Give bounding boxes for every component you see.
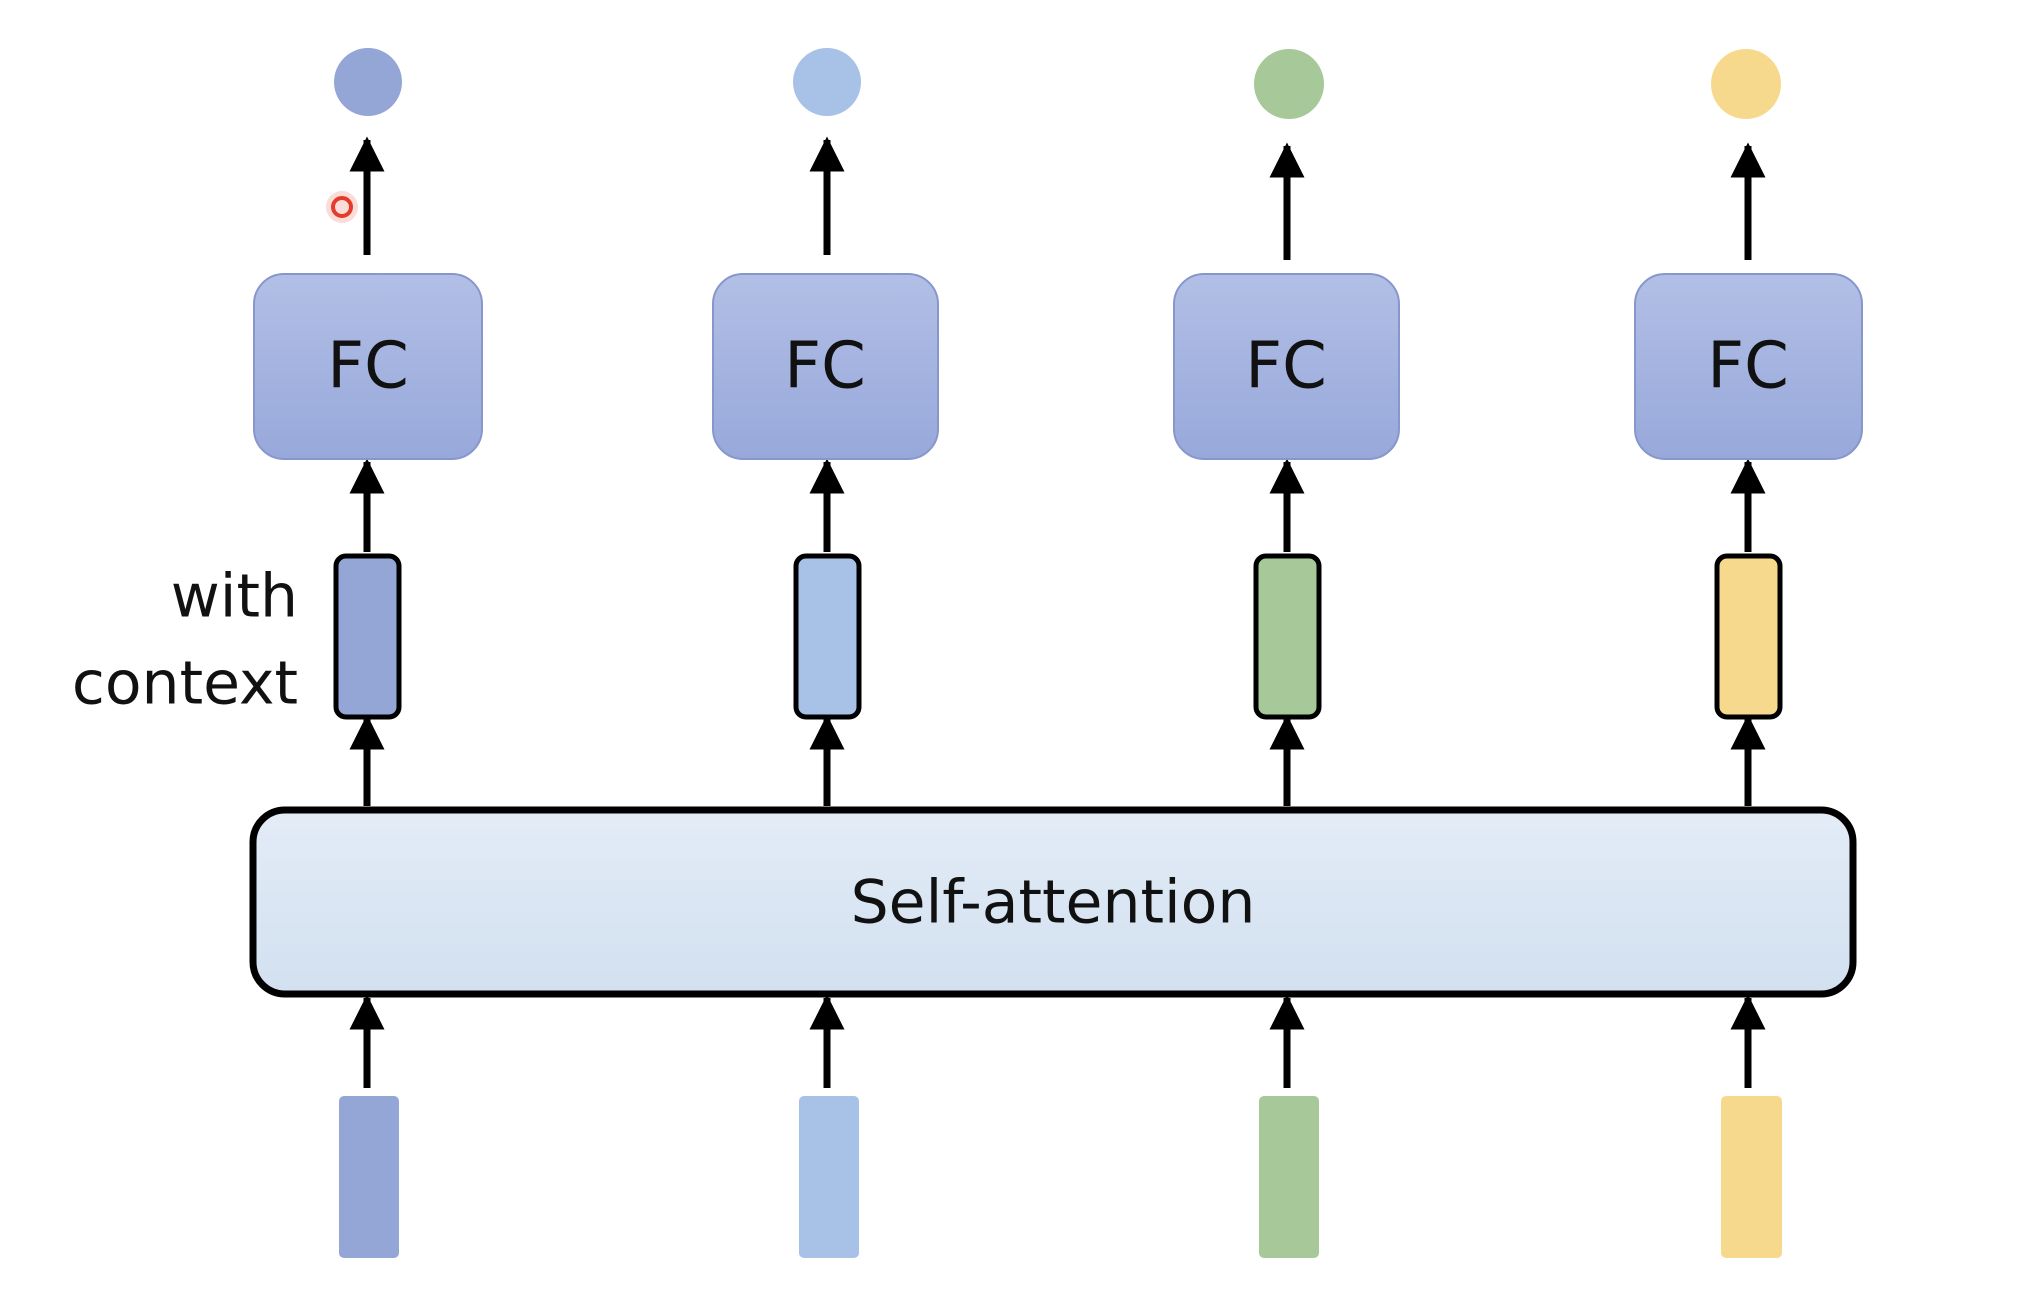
fc-label: FC [784,330,866,404]
output-token [1254,49,1324,119]
fc-label: FC [327,330,409,404]
fc-block [712,273,939,460]
cursor-ring [331,196,353,218]
cursor-indicator [326,191,358,223]
fc-block [1173,273,1400,460]
input-vector [1721,1096,1782,1258]
column-4: FC [1634,49,1863,1258]
input-vector [799,1096,859,1258]
input-vector [339,1096,399,1258]
column-3: FC [1173,49,1400,1258]
context-vector [1253,553,1322,720]
column-2: FC [712,48,939,1258]
context-vector [333,553,402,720]
context-vector [1714,553,1783,720]
self-attention-label: Self-attention [851,868,1256,938]
self-attention-block [249,806,1857,998]
context-label-context: context [72,649,298,719]
fc-label: FC [1707,330,1789,404]
context-label-with: with [171,562,298,632]
output-token [1711,49,1781,119]
fc-block [1634,273,1863,460]
fc-block [253,273,483,460]
output-token [793,48,861,116]
context-vector [793,553,862,720]
output-token [334,48,402,116]
input-vector [1259,1096,1319,1258]
column-1: FC [253,48,483,1258]
fc-label: FC [1245,330,1327,404]
